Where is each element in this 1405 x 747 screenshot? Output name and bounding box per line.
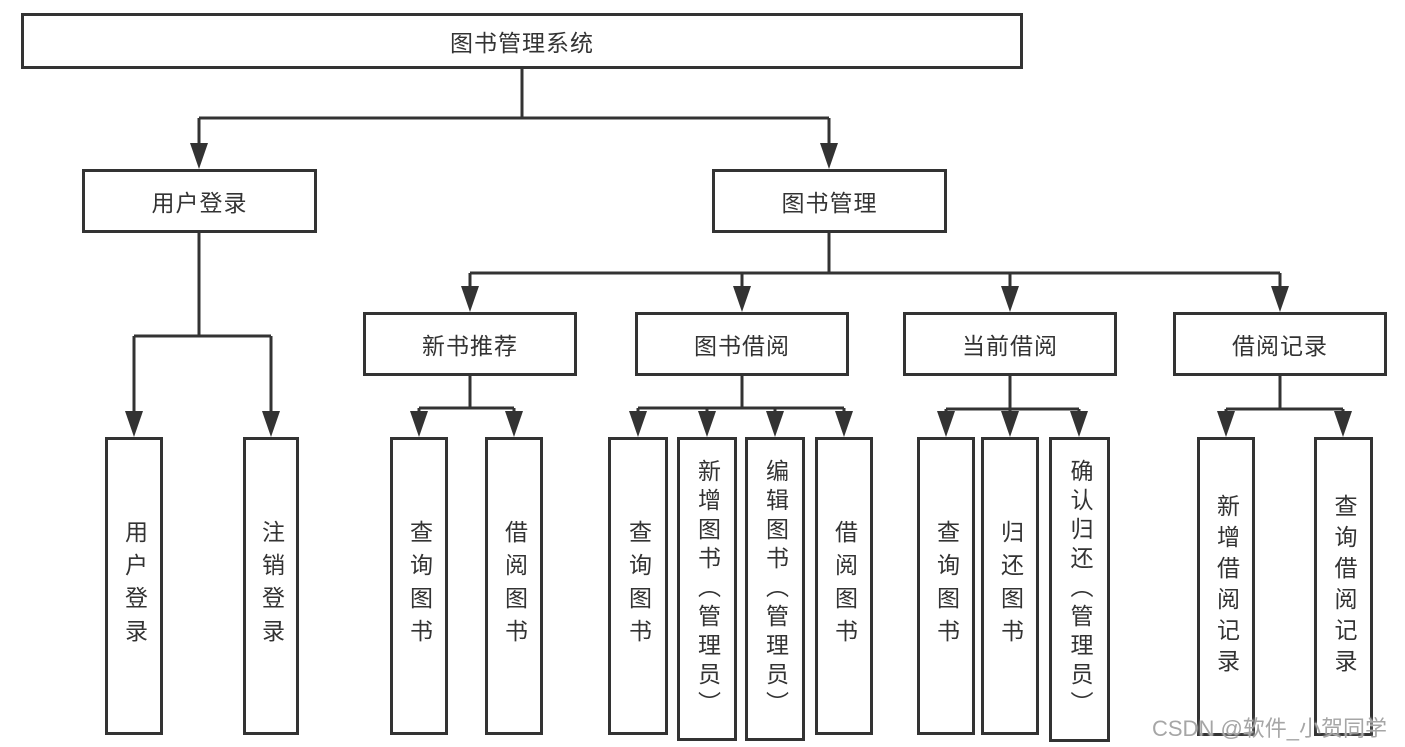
- leaf-add-book-admin: 新增图书（管理员）: [677, 437, 737, 741]
- node-current-borrow: 当前借阅: [903, 312, 1117, 376]
- node-book-management-label: 图书管理: [781, 190, 878, 216]
- node-root-system: 图书管理系统: [21, 13, 1023, 69]
- leaf-query-books-borrow-label: 查询图书: [625, 520, 652, 652]
- leaf-query-books-recommend: 查询图书: [390, 437, 448, 735]
- leaf-query-borrow-record: 查询借阅记录: [1314, 437, 1373, 736]
- leaf-user-login-label: 用户登录: [121, 520, 148, 652]
- node-user-login-group: 用户登录: [82, 169, 317, 233]
- leaf-logout-label: 注销登录: [258, 520, 285, 652]
- node-book-management: 图书管理: [712, 169, 947, 233]
- node-borrow-record: 借阅记录: [1173, 312, 1387, 376]
- leaf-query-borrow-record-label: 查询借阅记录: [1331, 493, 1357, 680]
- node-new-book-recommend-label: 新书推荐: [422, 333, 518, 359]
- leaf-query-books-borrow: 查询图书: [608, 437, 668, 735]
- leaf-borrow-books-recommend: 借阅图书: [485, 437, 543, 735]
- leaf-add-borrow-record: 新增借阅记录: [1197, 437, 1255, 736]
- leaf-confirm-return-admin: 确认归还（管理员）: [1049, 437, 1110, 742]
- leaf-return-books: 归还图书: [981, 437, 1039, 735]
- leaf-query-books-recommend-label: 查询图书: [406, 520, 433, 652]
- node-current-borrow-label: 当前借阅: [962, 333, 1058, 359]
- node-borrow-record-label: 借阅记录: [1232, 333, 1328, 359]
- node-book-borrow-label: 图书借阅: [694, 333, 790, 359]
- leaf-add-book-admin-label: 新增图书（管理员）: [694, 458, 721, 720]
- arrowheads: [125, 143, 1352, 437]
- leaf-logout: 注销登录: [243, 437, 299, 735]
- node-user-login-group-label: 用户登录: [151, 190, 248, 216]
- leaf-add-borrow-record-label: 新增借阅记录: [1213, 493, 1240, 680]
- leaf-query-books-current: 查询图书: [917, 437, 975, 735]
- leaf-borrow-books: 借阅图书: [815, 437, 873, 735]
- leaf-edit-book-admin-label: 编辑图书（管理员）: [762, 458, 789, 720]
- csdn-watermark: CSDN @软件_小贺同学: [1152, 716, 1388, 741]
- node-book-borrow: 图书借阅: [635, 312, 849, 376]
- leaf-query-books-current-label: 查询图书: [933, 520, 960, 652]
- node-new-book-recommend: 新书推荐: [363, 312, 577, 376]
- leaf-user-login: 用户登录: [105, 437, 163, 735]
- leaf-return-books-label: 归还图书: [997, 520, 1024, 652]
- leaf-edit-book-admin: 编辑图书（管理员）: [745, 437, 805, 741]
- leaf-confirm-return-admin-label: 确认归还（管理员）: [1067, 459, 1093, 720]
- leaf-borrow-books-label: 借阅图书: [831, 520, 858, 652]
- node-root-label: 图书管理系统: [450, 30, 594, 56]
- leaf-borrow-books-recommend-label: 借阅图书: [501, 520, 528, 652]
